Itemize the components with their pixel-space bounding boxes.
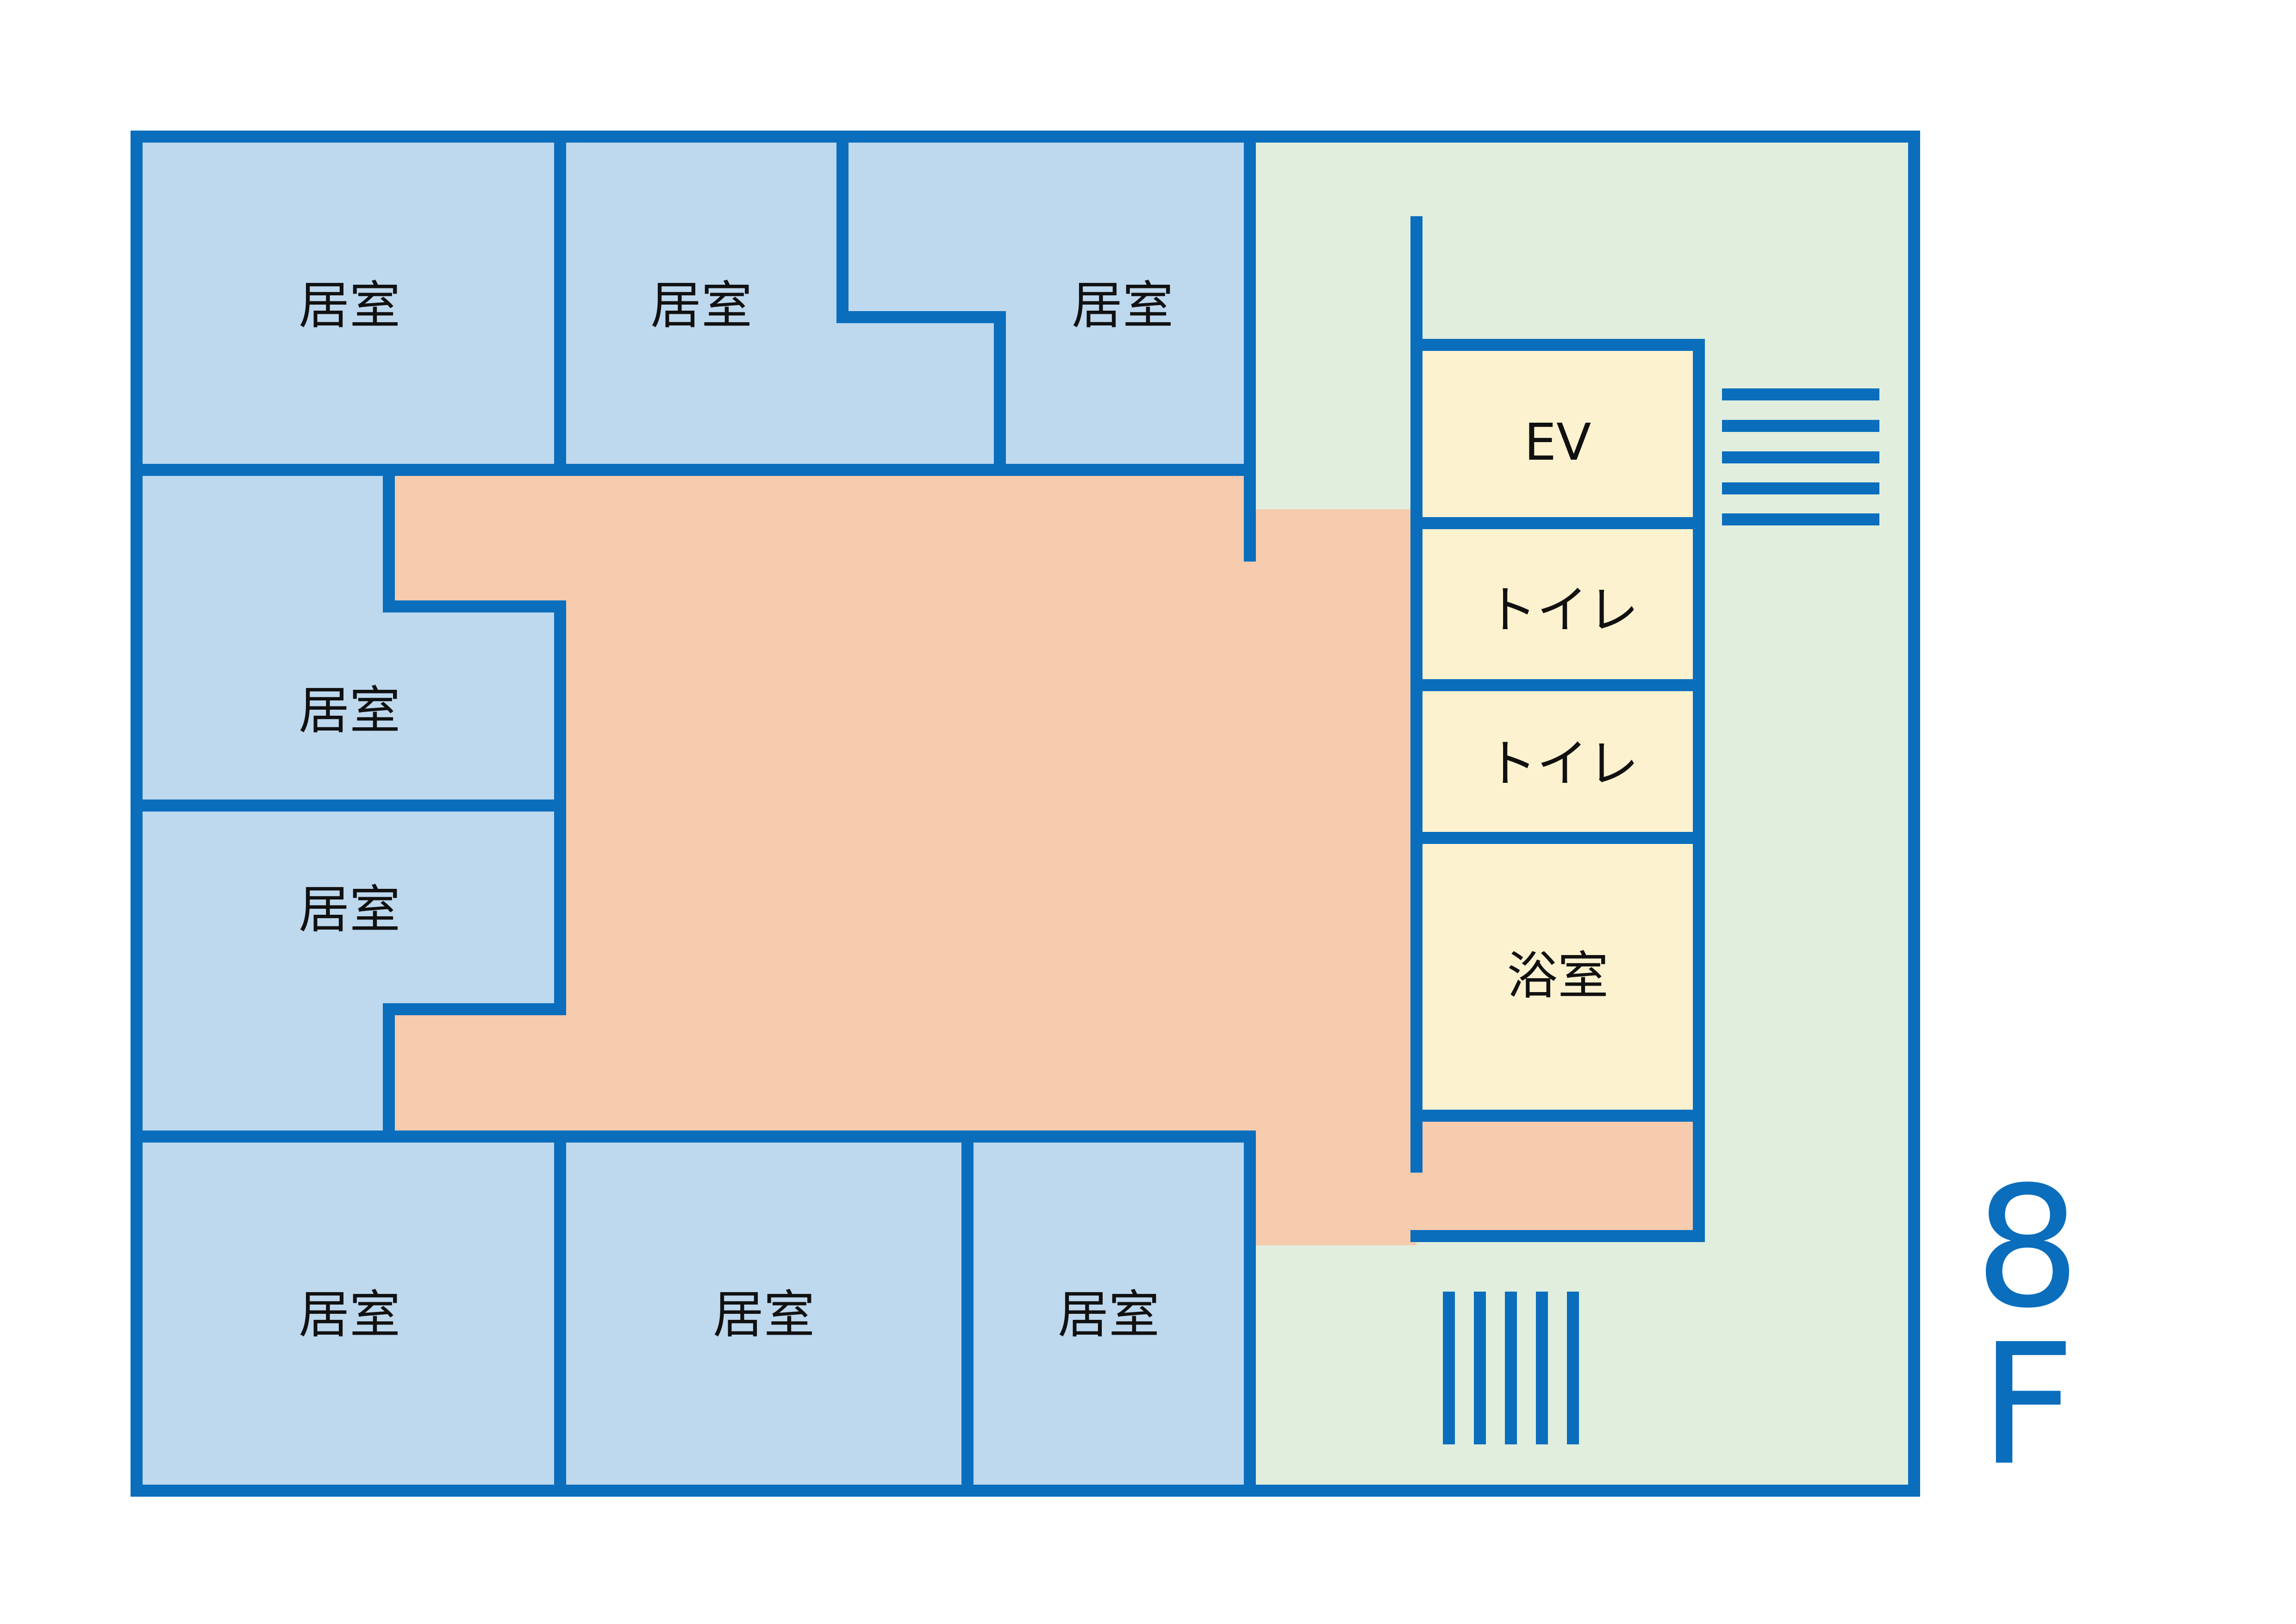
service-block xyxy=(1416,345,1699,1120)
room-bottom-left xyxy=(137,1137,560,1491)
toilet-label: トイレ xyxy=(1486,581,1639,640)
walls xyxy=(131,131,1920,1497)
room-label: 居室 xyxy=(299,276,400,335)
room-bottom-right xyxy=(967,1137,1250,1491)
room-label: 居室 xyxy=(299,880,400,939)
room-bottom-middle xyxy=(560,1137,967,1491)
floor-letter: F xyxy=(1979,1308,2075,1502)
room-label: 居室 xyxy=(650,276,752,335)
staircase-bottom xyxy=(1443,1292,1579,1444)
room-label: 居室 xyxy=(299,1285,400,1344)
toilet-label: トイレ xyxy=(1486,734,1639,793)
staircase-right xyxy=(1722,388,1879,525)
room-top-right xyxy=(842,137,1250,470)
room-label: 居室 xyxy=(713,1285,815,1344)
bath-label: 浴室 xyxy=(1507,946,1609,1006)
room-top-left xyxy=(137,137,560,470)
room-label: 居室 xyxy=(1072,276,1173,335)
floor-number: 8 xyxy=(1974,1151,2080,1345)
room-left-lower xyxy=(137,806,560,1137)
room-label: 居室 xyxy=(299,681,400,740)
outer-wall xyxy=(131,131,1920,1497)
room-label: 居室 xyxy=(1058,1285,1160,1344)
corridor xyxy=(370,470,1699,1245)
elevator-label: EV xyxy=(1524,412,1591,472)
room-left-upper xyxy=(137,470,560,806)
room-top-middle xyxy=(560,137,1000,470)
